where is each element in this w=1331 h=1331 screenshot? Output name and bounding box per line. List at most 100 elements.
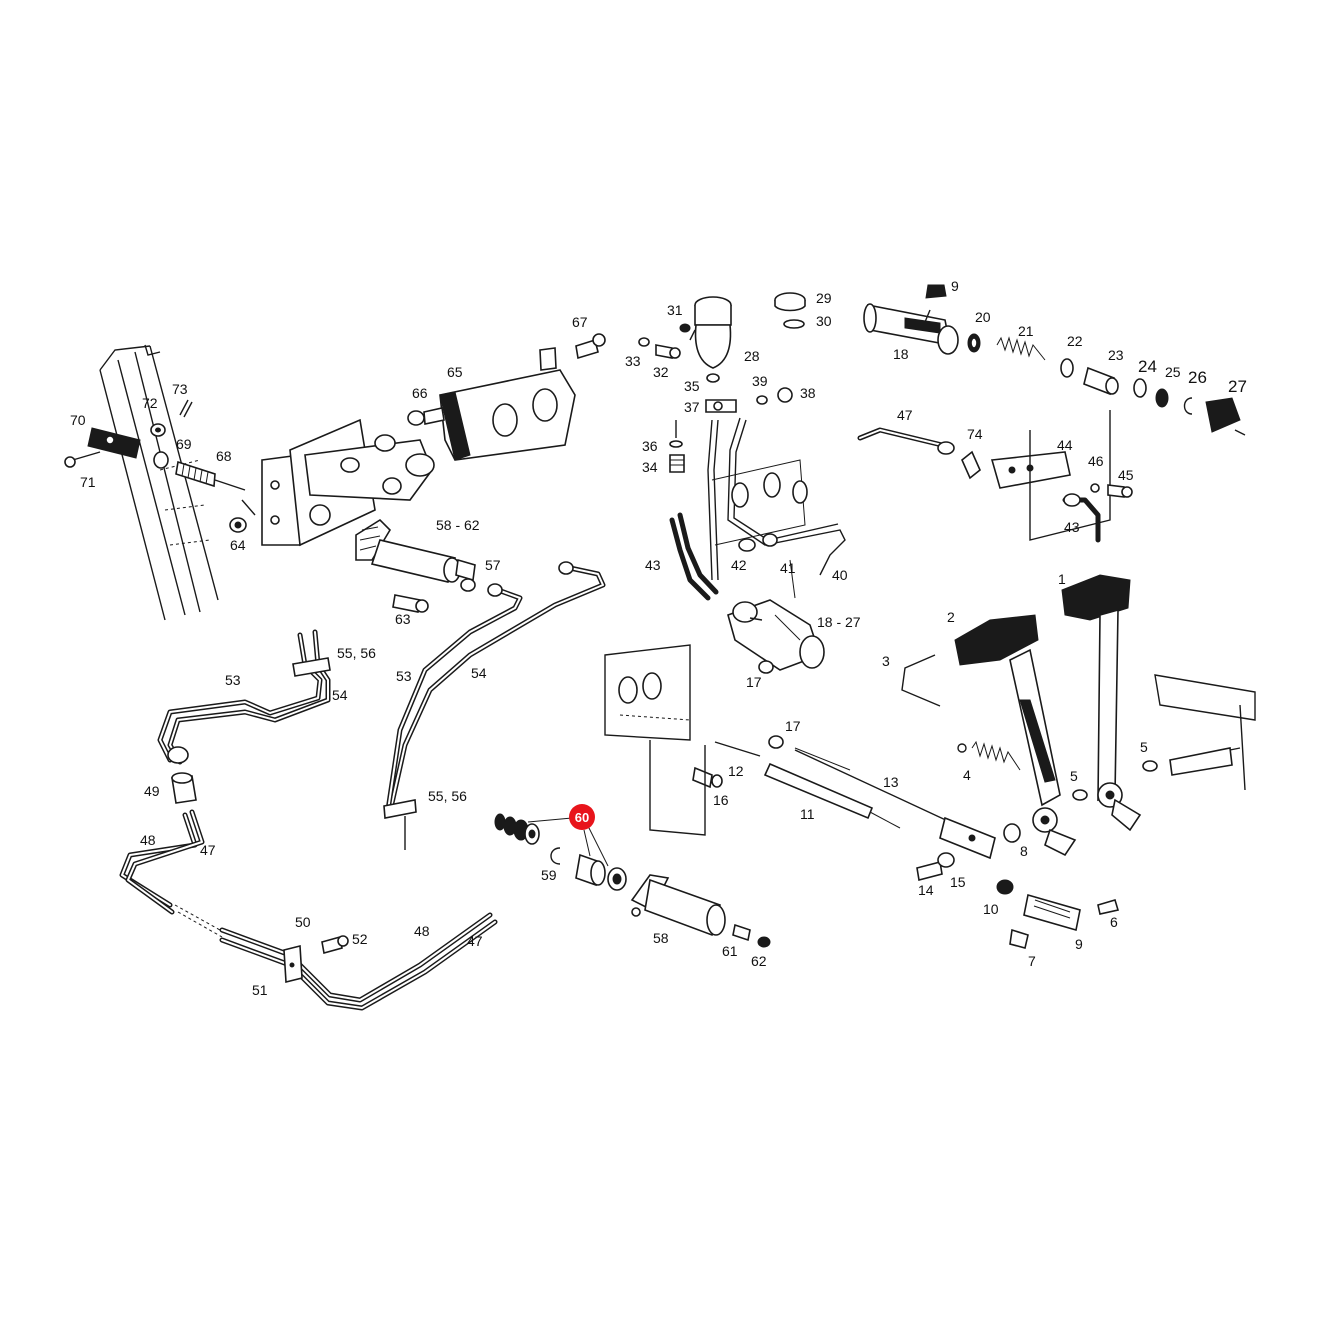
seal-20 [967, 333, 981, 353]
label-58: 58 [653, 930, 669, 946]
hydraulic-lines-40-42 [707, 417, 846, 599]
boot-27 [1205, 397, 1241, 433]
label-71: 71 [80, 474, 96, 490]
bolt-14-15 [916, 852, 955, 881]
label-55-56a: 55, 56 [337, 645, 376, 661]
label-48b: 48 [414, 923, 430, 939]
label-11: 11 [800, 806, 815, 822]
rod-3 [901, 654, 941, 707]
label-47c: 47 [467, 933, 483, 949]
label-69: 69 [176, 436, 192, 452]
label-49: 49 [144, 783, 160, 799]
pin-73 [179, 399, 193, 418]
fasteners-31-33 [638, 323, 691, 359]
fitting-57 [455, 558, 476, 592]
brake-pipe-54 [383, 561, 606, 850]
label-20: 20 [975, 309, 991, 325]
reservoir-plate-65 [439, 347, 576, 461]
label-30: 30 [816, 313, 832, 329]
label-14: 14 [918, 882, 934, 898]
bleed-screw-61-62 [732, 923, 771, 948]
bolt-45-46 [1090, 483, 1133, 498]
label-5a: 5 [1140, 739, 1148, 755]
label-58-62: 58 - 62 [436, 517, 480, 533]
clutch-master-cylinder-18-27 [727, 599, 825, 671]
label-25: 25 [1165, 364, 1181, 380]
banjo-34-36 [669, 440, 685, 473]
label-15: 15 [950, 874, 966, 890]
label-42: 42 [731, 557, 747, 573]
brake-pipe-53-left [157, 629, 331, 765]
slave-cylinder-58 [630, 874, 726, 937]
label-16: 16 [713, 792, 729, 808]
label-36: 36 [642, 438, 658, 454]
seal-24-25 [1133, 378, 1169, 408]
label-21: 21 [1018, 323, 1034, 339]
label-37: 37 [684, 399, 700, 415]
pushrod-68 [153, 451, 246, 491]
return-spring-4 [957, 740, 1021, 771]
washer-8 [1003, 823, 1021, 843]
pedal-1-2-assembly [954, 574, 1142, 857]
label-62: 62 [751, 953, 767, 969]
label-40: 40 [832, 567, 848, 583]
label-65: 65 [447, 364, 463, 380]
label-47a: 47 [897, 407, 913, 423]
cap-9-top [925, 284, 947, 299]
washer-72 [150, 423, 166, 437]
bolt-63 [392, 594, 429, 613]
label-44: 44 [1057, 437, 1073, 453]
label-3: 3 [882, 653, 890, 669]
label-48a: 48 [140, 832, 156, 848]
clip-50-51 [283, 944, 303, 984]
label-34: 34 [642, 459, 658, 475]
reservoir-28 [694, 296, 732, 383]
label-51: 51 [252, 982, 268, 998]
label-53a: 53 [225, 672, 241, 688]
label-72: 72 [142, 395, 158, 411]
label-73: 73 [172, 381, 188, 397]
label-27: 27 [1228, 377, 1247, 396]
seal-kit-60 [494, 813, 627, 891]
label-57: 57 [485, 557, 501, 573]
hose-43-center [669, 512, 719, 601]
label-17a: 17 [785, 718, 801, 734]
label-29: 29 [816, 290, 832, 306]
slave-cylinder-58-62-upper [355, 518, 461, 583]
nut-17-top [758, 660, 774, 674]
label-46: 46 [1088, 453, 1104, 469]
label-18-27: 18 - 27 [817, 614, 861, 630]
label-53b: 53 [396, 668, 412, 684]
label-2: 2 [947, 609, 955, 625]
label-22: 22 [1067, 333, 1083, 349]
cap-29 [774, 292, 806, 329]
shaft-bracket-right [1072, 674, 1256, 801]
label-6: 6 [1110, 914, 1118, 930]
label-10: 10 [983, 901, 999, 917]
spring-21 [996, 336, 1046, 361]
label-24: 24 [1138, 357, 1157, 376]
label-1: 1 [1058, 571, 1066, 587]
leader-lines [241, 309, 1246, 621]
label-35: 35 [684, 378, 700, 394]
nut-64 [229, 517, 247, 533]
label-13: 13 [883, 774, 899, 790]
label-50: 50 [295, 914, 311, 930]
pad-9-7-10 [996, 879, 1120, 949]
highlight-badge [569, 804, 595, 830]
label-47b: 47 [200, 842, 216, 858]
master-cylinder-body [304, 434, 435, 501]
label-43a: 43 [645, 557, 661, 573]
label-38: 38 [800, 385, 816, 401]
label-63: 63 [395, 611, 411, 627]
label-61: 61 [722, 943, 738, 959]
label-26: 26 [1188, 368, 1207, 387]
label-9-top: 9 [951, 278, 959, 294]
label-12: 12 [728, 763, 744, 779]
label-64: 64 [230, 537, 246, 553]
label-33: 33 [625, 353, 641, 369]
brake-pipe-48-47 [119, 809, 498, 1011]
label-41: 41 [780, 560, 796, 576]
cylinder-18 [863, 303, 959, 355]
panel-firewall-center [604, 644, 706, 836]
